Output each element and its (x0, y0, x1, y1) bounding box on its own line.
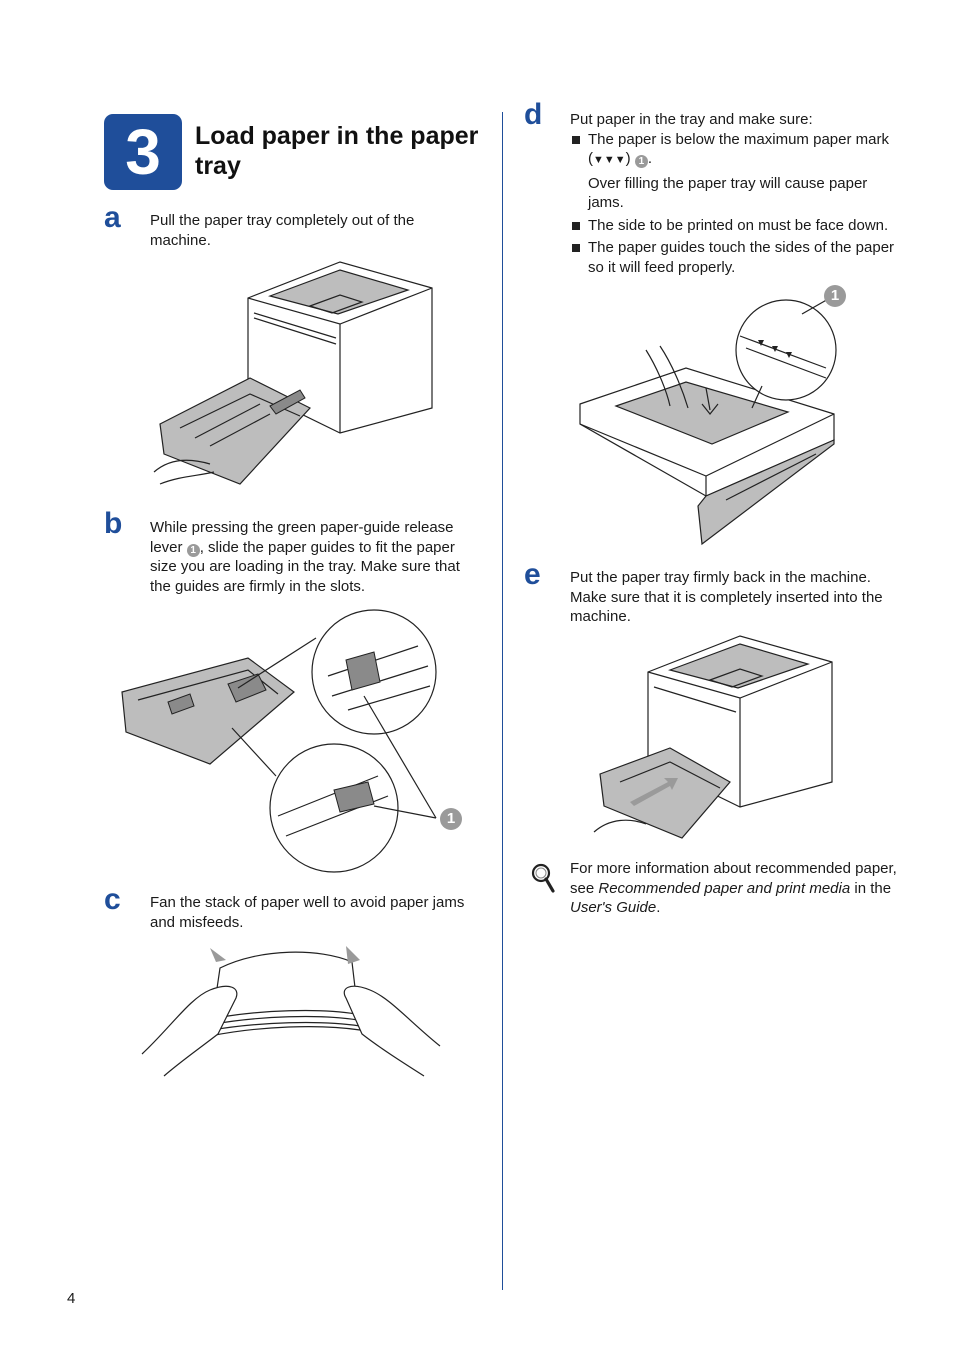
step-a-text: Pull the paper tray completely out of th… (150, 212, 415, 249)
section-number-badge: 3 (104, 114, 182, 190)
note-text-2: in the (850, 879, 892, 897)
step-d-intro: Put paper in the tray and make sure: (570, 111, 813, 128)
step-d-bullet-2: The side to be printed on must be face d… (570, 216, 905, 236)
note-text: For more information about recommended p… (570, 859, 905, 918)
callout-1-marker: 1 (186, 543, 200, 557)
note-link-recommended-paper: Recommended paper and print media (598, 879, 851, 897)
printer-tray-out-illustration (153, 261, 433, 485)
page-number: 4 (67, 1290, 76, 1307)
note-link-users-guide: User's Guide (570, 899, 657, 916)
step-d-bullet-1-text-a: The paper is below the maximum paper mar… (588, 130, 889, 168)
paper-in-tray-illustration (579, 297, 837, 546)
step-e-letter: e (524, 558, 541, 591)
callout-1-badge: 1 (440, 808, 462, 830)
step-d-bullet-1: The paper is below the maximum paper mar… (570, 130, 905, 213)
step-a-letter: a (104, 201, 121, 234)
step-d-letter: d (524, 98, 543, 131)
step-d-bullet-3: The paper guides touch the sides of the … (570, 238, 905, 277)
column-divider (502, 112, 503, 1290)
callout-1-badge-d: 1 (824, 285, 846, 307)
step-b-text-1: While pressing the green paper-guide rel… (150, 519, 454, 556)
step-d-bullet-1-text-c: . (647, 150, 653, 167)
magnifier-icon (531, 863, 555, 893)
paper-guide-illustration (121, 609, 437, 873)
note-text-3: . (656, 899, 661, 916)
step-d-content: Put paper in the tray and make sure: The… (570, 110, 905, 277)
step-e-text: Put the paper tray firmly back in the ma… (570, 569, 883, 625)
note-text-1: For more information about recommended p… (570, 860, 897, 897)
step-d-bullet-1-text-b: ) (625, 150, 635, 167)
max-paper-mark-icon: ▼▼▼ (593, 154, 626, 166)
step-c-text: Fan the stack of paper well to avoid pap… (150, 894, 465, 931)
step-c-letter: c (104, 883, 121, 916)
step-b-letter: b (104, 507, 123, 540)
step-d-bullet-1-note: Over filling the paper tray will cause p… (588, 174, 868, 212)
printer-tray-in-illustration (593, 635, 833, 839)
section-title: Load paper in the paper tray (195, 122, 479, 180)
fan-paper-illustration (141, 946, 441, 1077)
step-b-text-2: , slide the paper guides to fit the pape… (150, 538, 460, 595)
callout-1-marker-d: 1 (634, 155, 648, 168)
step-b-text: While pressing the green paper-guide rel… (150, 518, 480, 596)
